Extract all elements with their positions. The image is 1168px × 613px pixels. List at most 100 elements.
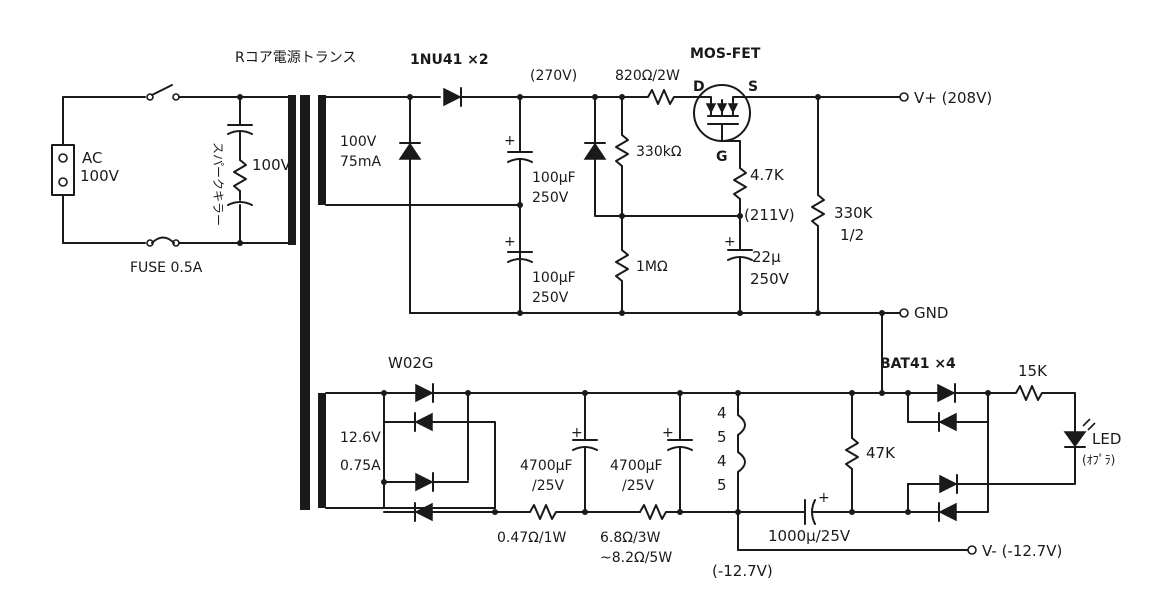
vplus-label: V+ (208V) [914, 89, 992, 107]
junction [737, 213, 743, 219]
voltage-211: (211V) [744, 206, 795, 224]
resistor-15k [987, 385, 1076, 433]
rectifier-diode-2 [398, 142, 422, 160]
mosfet-arrow [727, 103, 739, 114]
voltage-270: (270V) [530, 68, 577, 84]
mosfet-arrow [705, 103, 717, 114]
hv-secondary-voltage: 100V [340, 134, 377, 150]
bat-wire [955, 421, 989, 513]
fuse [151, 236, 175, 244]
fuse-label: FUSE 0.5A [130, 260, 203, 276]
resistor-1m [615, 249, 629, 282]
cap-plus: + [662, 425, 674, 441]
mosfet-drain-label: D [693, 79, 705, 95]
rectifier-diode-1 [443, 87, 462, 107]
lv-secondary-current: 0.75A [340, 458, 381, 474]
diode-label: 1NU41 ×2 [410, 52, 489, 68]
cap-22u-value: 22μ [752, 248, 781, 266]
resistor-15k-label: 15K [1018, 362, 1048, 380]
ac-voltage-label: 100V [80, 167, 120, 185]
cap-4700a-voltage: /25V [532, 478, 565, 494]
cap-22u-voltage: 250V [750, 270, 790, 288]
transformer-primary-core [288, 95, 296, 245]
lv-secondary-voltage: 12.6V [340, 430, 381, 446]
protection-diode [583, 142, 607, 160]
hv-secondary-current: 75mA [340, 154, 381, 170]
cap-1000u-label: 1000μ/25V [768, 527, 851, 545]
led-label: LED [1092, 430, 1121, 448]
resistor-047 [529, 504, 641, 520]
cap2-voltage: 250V [532, 290, 569, 306]
resistor-82-label: ~8.2Ω/5W [600, 550, 672, 566]
led-ray [1082, 418, 1091, 427]
mosfet-arrow [716, 103, 728, 114]
primary-top-wire [62, 96, 146, 146]
bat41-diode-3 [939, 474, 958, 494]
resistor-330k [615, 134, 629, 167]
vminus-label: V- (-12.7V) [982, 542, 1062, 560]
coil-label-4: 5 [717, 476, 727, 494]
resistor-330k-bleeder-label: 330K [834, 204, 874, 222]
coil-label-1: 4 [717, 404, 727, 422]
cap-plus: + [504, 234, 516, 250]
cap-4700b-value: 4700μF [610, 458, 663, 474]
power-switch [151, 84, 173, 96]
resistor-330k-bleeder-watt: 1/2 [840, 226, 864, 244]
junction [879, 390, 885, 396]
ac-pin-bottom [58, 177, 68, 187]
coil-label-3: 4 [717, 452, 727, 470]
resistor-68 [639, 504, 741, 520]
led [1063, 431, 1087, 448]
resistor-330k-bleeder [811, 194, 825, 227]
spark-cap-arc [227, 201, 253, 206]
cap2-value: 100μF [532, 270, 576, 286]
spark-resistor [233, 159, 247, 192]
cap-4700a-value: 4700μF [520, 458, 573, 474]
resistor-820-label: 820Ω/2W [615, 68, 680, 84]
cap-plus: + [724, 234, 736, 250]
junction [849, 509, 855, 515]
resistor-047-label: 0.47Ω/1W [497, 530, 566, 546]
vplus-wire [732, 96, 901, 101]
ac-pin-top [58, 153, 68, 163]
resistor-330k-label: 330kΩ [636, 144, 682, 160]
vneg-label: (-12.7V) [712, 562, 773, 580]
vminus-terminal [967, 545, 977, 555]
junction [905, 509, 911, 515]
junction [737, 310, 743, 316]
coil-label-2: 5 [717, 428, 727, 446]
cap-plus: + [504, 133, 516, 149]
spark-killer-label: スパークキラー [211, 142, 225, 226]
ptc-thermistor [737, 392, 746, 551]
mosfet-gate-label: G [716, 149, 728, 165]
vplus-terminal [899, 92, 909, 102]
junction [905, 390, 911, 396]
led-ray [1087, 422, 1096, 431]
ac-label: AC [82, 149, 102, 167]
mosfet-label: MOS-FET [690, 46, 761, 62]
bat41-label: BAT41 ×4 [880, 356, 956, 372]
mosfet-source-label: S [748, 79, 758, 95]
primary-bottom-wire [62, 194, 146, 244]
resistor-47k-label: 47K [866, 444, 896, 462]
cap1-value: 100μF [532, 170, 576, 186]
transformer-secondary-hv [318, 95, 326, 205]
junction [492, 509, 498, 515]
cap-plus: + [571, 425, 583, 441]
resistor-820 [619, 89, 701, 105]
junction [465, 390, 471, 396]
bridge-wire [431, 421, 496, 509]
led-note: (ｵﾌﾟﾗ) [1082, 453, 1115, 467]
cap-4700b-voltage: /25V [622, 478, 655, 494]
gate-wire [594, 158, 741, 217]
bat41-diode-1 [937, 383, 956, 403]
transformer-label: Rコア電源トランス [235, 50, 356, 66]
resistor-4k7 [733, 167, 747, 200]
resistor-68-label: 6.8Ω/3W [600, 530, 661, 546]
ac-inlet [51, 144, 75, 196]
bridge-diode-1 [414, 412, 433, 432]
transformer-core [300, 95, 310, 510]
resistor-1m-label: 1MΩ [636, 259, 668, 275]
bridge-diode-3 [414, 502, 433, 522]
gnd-terminal [899, 308, 909, 318]
